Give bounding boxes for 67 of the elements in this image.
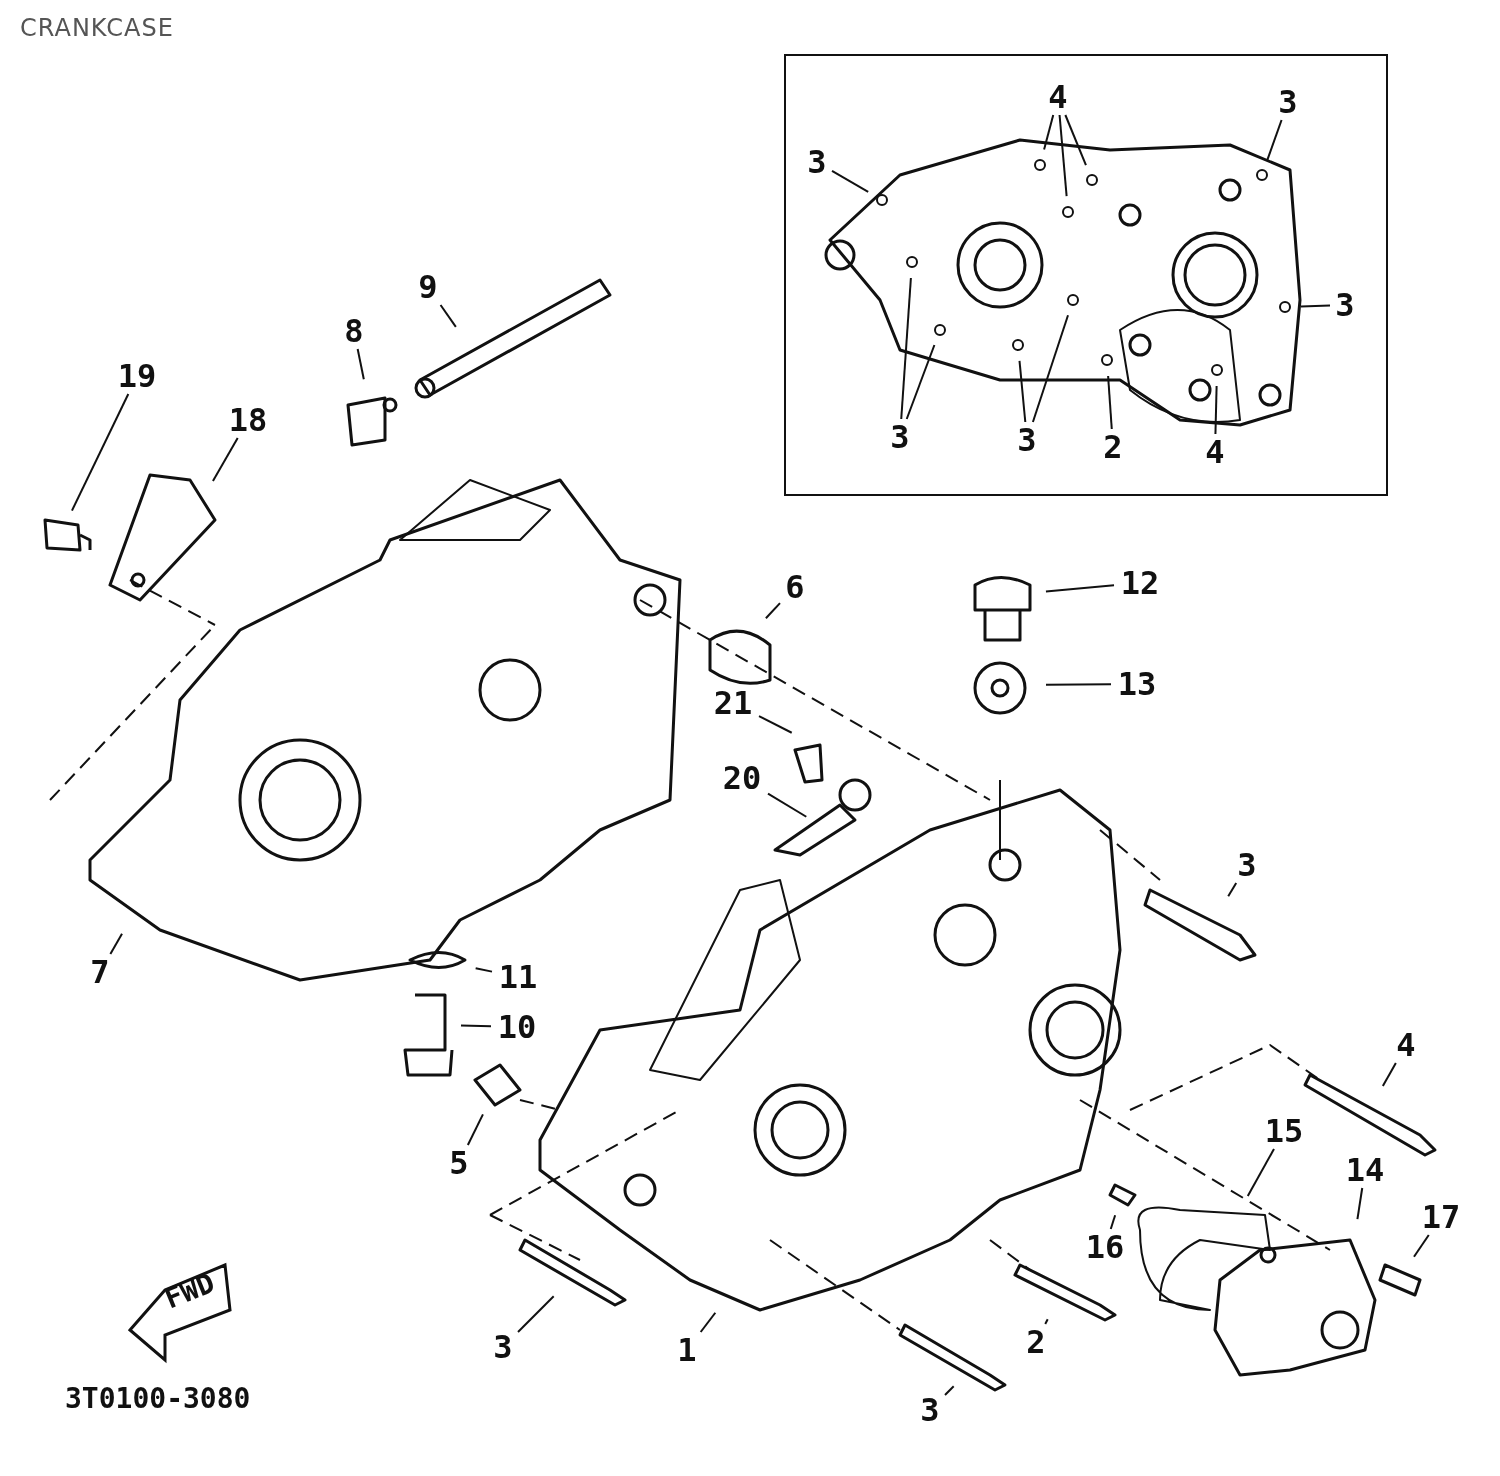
callout-number: 17 — [1415, 1199, 1467, 1235]
leader-line — [1227, 882, 1238, 898]
callout-number: 9 — [413, 269, 443, 305]
callout-number: 3 — [1330, 287, 1360, 323]
callout-number: 15 — [1258, 1113, 1310, 1149]
leader-line — [70, 393, 130, 512]
callout-number: 4 — [1200, 434, 1230, 470]
leader-line — [758, 715, 793, 734]
leader-line — [356, 348, 365, 381]
callout-number: 18 — [222, 402, 274, 438]
leader-line — [1031, 314, 1069, 423]
leader-line — [764, 602, 781, 620]
callout-number: 16 — [1079, 1229, 1131, 1265]
leader-line — [1044, 584, 1115, 593]
leader-line — [1058, 114, 1068, 198]
leader-line — [460, 1024, 492, 1028]
leader-line — [1300, 304, 1331, 308]
leader-line — [1356, 1187, 1364, 1221]
callout-number: 13 — [1111, 666, 1163, 702]
leader-line — [1109, 1214, 1117, 1230]
leader-line — [517, 1295, 555, 1333]
callout-number: 21 — [707, 685, 759, 721]
callout-number: 2 — [1098, 429, 1128, 465]
callout-number: 3 — [1232, 847, 1262, 883]
diagram-title: CRANKCASE — [20, 14, 174, 42]
leader-line — [900, 276, 912, 420]
leader-line — [767, 792, 808, 818]
callout-number: 3 — [1273, 84, 1303, 120]
callout-number: 3 — [802, 144, 832, 180]
part-code: 3T0100-3080 — [65, 1382, 251, 1415]
callout-number: 5 — [444, 1145, 474, 1181]
leader-line — [905, 344, 936, 420]
leader-line — [1044, 1318, 1049, 1325]
callout-number: 12 — [1114, 565, 1166, 601]
leader-line — [1413, 1234, 1430, 1258]
callout-number: 3 — [1012, 422, 1042, 458]
callout-number: 20 — [716, 760, 768, 796]
callout-number: 8 — [339, 313, 369, 349]
leader-line — [474, 967, 493, 973]
leader-line — [699, 1311, 717, 1333]
leader-line — [1381, 1062, 1397, 1088]
leader-line — [1266, 119, 1283, 161]
callout-number: 1 — [672, 1332, 702, 1368]
leader-line — [831, 169, 870, 193]
leader-line — [1246, 1148, 1275, 1197]
callout-number: 4 — [1391, 1027, 1421, 1063]
leader-line — [109, 932, 123, 955]
callout-number: 19 — [111, 358, 163, 394]
leader-line — [1107, 374, 1113, 430]
leader-line — [1043, 114, 1055, 151]
callout-number: 11 — [492, 959, 544, 995]
leader-line — [1018, 359, 1027, 423]
callout-number: 3 — [885, 419, 915, 455]
leader-line — [1064, 114, 1087, 167]
leader-line — [439, 304, 457, 328]
callout-number: 4 — [1043, 79, 1073, 115]
callout-number: 14 — [1339, 1152, 1391, 1188]
leader-line — [211, 437, 239, 483]
callout-number: 3 — [915, 1392, 945, 1428]
callout-number: 10 — [491, 1009, 543, 1045]
leader-line — [944, 1385, 955, 1396]
leader-line — [1045, 683, 1112, 686]
callout-number: 3 — [488, 1329, 518, 1365]
callout-number: 2 — [1021, 1324, 1051, 1360]
callout-number: 6 — [780, 569, 810, 605]
leader-line — [466, 1113, 484, 1146]
callout-number: 7 — [85, 954, 115, 990]
